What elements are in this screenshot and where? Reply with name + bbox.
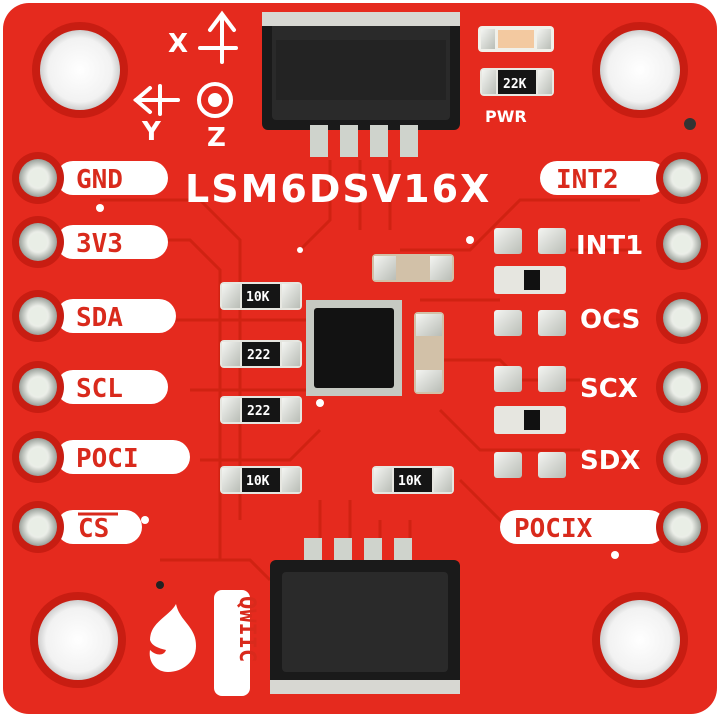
resistor-r5-label: 10K — [398, 474, 422, 489]
left-pin-gnd: GND — [12, 152, 168, 204]
pwr-label: PWR — [485, 107, 527, 126]
axis-label-x: X — [168, 29, 188, 59]
right-pin-label-sdx: SDX — [580, 446, 640, 476]
resistor-r1-label: 10K — [246, 290, 270, 305]
resistor-r3: 222 — [220, 396, 302, 424]
right-pin-ocs: OCS — [580, 292, 708, 344]
qwiic-label: QWIIC — [234, 596, 259, 662]
right-pin-label-int2: INT2 — [556, 165, 619, 195]
right-pin-label-ocs: OCS — [580, 305, 640, 335]
qwiic-connector-bottom — [270, 538, 460, 694]
right-pin-pocix: POCIX — [500, 501, 708, 553]
jumper-pads — [494, 228, 566, 478]
resistor-r2-label: 222 — [247, 348, 270, 363]
left-pin-label-sda: SDA — [76, 303, 123, 333]
right-pin-label-int1: INT1 — [576, 231, 643, 261]
right-pin-label-pocix: POCIX — [514, 514, 593, 544]
resistor-r1: 10K — [220, 282, 302, 310]
left-pin-poci: POCI — [12, 431, 190, 483]
axis-label-y: Y — [141, 117, 162, 147]
resistor-r2: 222 — [220, 340, 302, 368]
resistor-r4: 10K — [220, 466, 302, 494]
axis-symbol — [132, 10, 238, 118]
sparkfun-flame-logo — [149, 604, 196, 672]
left-pin-label-scl: SCL — [76, 374, 123, 404]
right-pin-int2: INT2 — [540, 152, 708, 204]
qwiic-label-badge: QWIIC — [214, 590, 259, 696]
board-title: LSM6DSV16X — [185, 167, 491, 211]
right-pin-scx: SCX — [580, 361, 708, 413]
left-pin-label-cs: CS — [78, 514, 109, 544]
left-pin-sda: SDA — [12, 290, 176, 342]
resistor-r3-label: 222 — [247, 404, 270, 419]
qwiic-connector-top — [262, 12, 460, 157]
left-pin-scl: SCL — [12, 361, 168, 413]
left-pin-3v3: 3V3 — [12, 216, 168, 268]
left-pin-label-gnd: GND — [76, 165, 123, 195]
mounting-holes — [30, 22, 688, 688]
power-led — [478, 26, 554, 52]
lsm6dsv16x-chip — [306, 300, 402, 396]
pwr-resistor-label: 22K — [503, 77, 527, 92]
left-pin-cs: CS — [12, 501, 142, 553]
right-pin-int1: INT1 — [576, 218, 708, 270]
right-pin-label-scx: SCX — [580, 374, 638, 404]
vias — [96, 118, 696, 589]
left-pin-label-poci: POCI — [76, 444, 139, 474]
axis-label-z: Z — [207, 123, 226, 153]
left-pin-label-3v3: 3V3 — [76, 229, 123, 259]
right-pin-sdx: SDX — [580, 433, 708, 485]
pwr-resistor — [480, 68, 554, 96]
resistor-r5: 10K — [372, 466, 454, 494]
resistor-r4-label: 10K — [246, 474, 270, 489]
capacitors — [372, 254, 454, 394]
